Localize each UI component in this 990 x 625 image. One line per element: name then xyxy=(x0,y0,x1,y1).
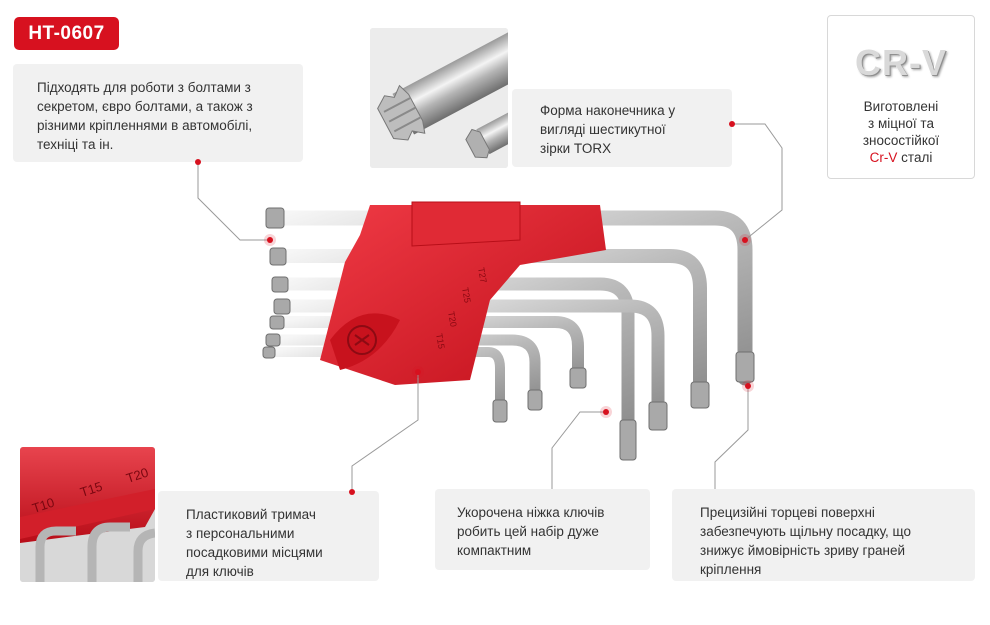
feature-card-torx-tip: Форма наконечника у вигляді шестикутної … xyxy=(512,89,732,167)
material-card: CR-V Виготовлені з міцної та зносостійко… xyxy=(827,15,975,179)
torx-tips xyxy=(262,207,755,461)
holder-label-t15: T15 xyxy=(78,479,104,500)
feature-card-secret-bolts: Підходять для роботи з болтами з секрето… xyxy=(13,64,303,162)
torx-tip-closeup-image xyxy=(370,28,508,168)
feature-text-short-leg: Укорочена ніжка ключів робить цей набір … xyxy=(457,505,605,558)
material-line-2: з міцної та xyxy=(868,116,934,131)
callout-line-torx-tip xyxy=(732,123,783,241)
holder-closeup-image: T10 T15 T20 xyxy=(20,447,155,582)
feature-text-precision: Прецизійні торцеві поверхні забезпечують… xyxy=(700,505,911,577)
callout-line-short-leg xyxy=(551,411,606,489)
plastic-holder xyxy=(320,201,606,385)
feature-text-torx-tip: Форма наконечника у вигляді шестикутної … xyxy=(540,103,676,156)
feature-card-short-leg: Укорочена ніжка ключів робить цей набір … xyxy=(435,489,650,570)
callout-lines xyxy=(197,123,783,492)
material-line-4: Cr-V сталі xyxy=(828,149,974,166)
material-suffix: сталі xyxy=(897,150,933,165)
callout-line-holder xyxy=(351,372,419,492)
holder-label-t10: T10 xyxy=(30,495,56,516)
crv-logo: CR-V xyxy=(855,42,947,83)
callout-line-secret-bolts xyxy=(197,162,270,241)
callout-line-precision xyxy=(714,386,749,489)
material-highlight: Cr-V xyxy=(869,150,898,165)
key-t20 xyxy=(275,299,665,427)
material-text: Виготовлені з міцної та зносостійкої Cr-… xyxy=(828,98,974,166)
product-code: HT-0607 xyxy=(28,22,105,44)
holder-closeup-svg: T10 T15 T20 xyxy=(20,447,155,582)
key-t27 xyxy=(271,249,707,405)
label-t20: T20 xyxy=(446,311,459,328)
callout-dots xyxy=(195,121,754,495)
holder-size-labels: T27 T25 T20 T15 xyxy=(434,267,489,350)
feature-card-holder: Пластиковий тримач з персональними посад… xyxy=(158,491,379,581)
key-t25 xyxy=(273,277,635,439)
key-t10 xyxy=(270,334,541,406)
label-t15: T15 xyxy=(434,333,447,350)
holder-label-t20: T20 xyxy=(124,465,150,486)
feature-card-precision: Прецизійні торцеві поверхні забезпечують… xyxy=(672,489,975,581)
label-t25: T25 xyxy=(460,287,473,304)
key-t9 xyxy=(267,347,505,417)
label-t27: T27 xyxy=(476,267,489,284)
feature-text-secret-bolts: Підходять для роботи з болтами з секрето… xyxy=(37,80,253,152)
product-code-badge: HT-0607 xyxy=(14,17,119,50)
torx-tip-closeup-svg xyxy=(370,28,508,168)
key-t15 xyxy=(274,316,584,386)
hex-key-set xyxy=(267,210,753,439)
material-line-3: зносостійкої xyxy=(862,133,940,148)
key-t30 xyxy=(267,210,753,386)
material-line-1: Виготовлені xyxy=(863,99,939,114)
feature-text-holder: Пластиковий тримач з персональними посад… xyxy=(186,507,323,579)
